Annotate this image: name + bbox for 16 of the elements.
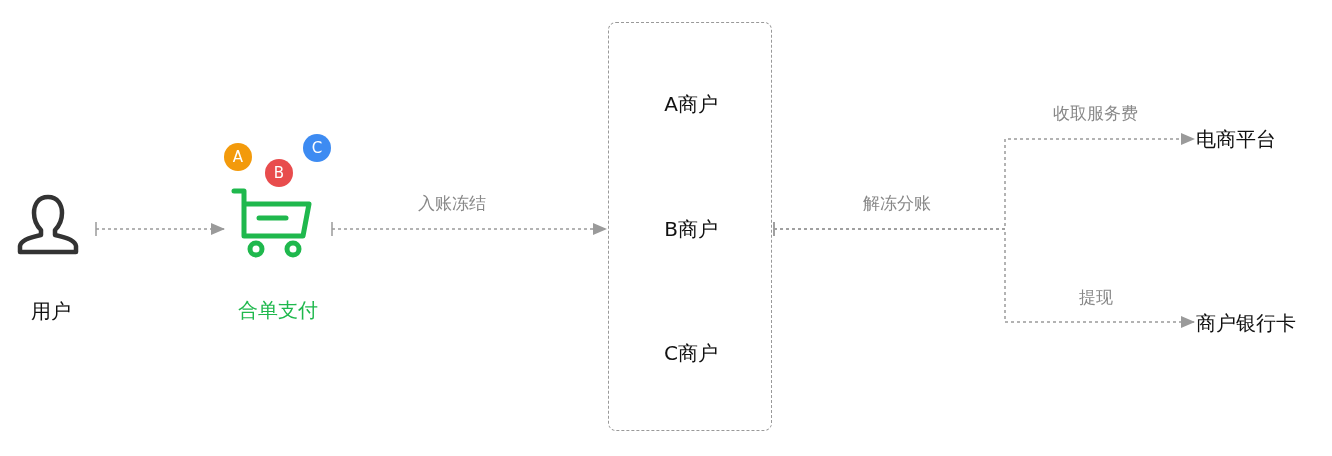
letter-circle: C	[303, 134, 331, 162]
node-label: B商户	[629, 214, 753, 244]
node-label: 商户银行卡	[1196, 308, 1326, 338]
node-label: A商户	[629, 89, 753, 119]
dashed-box	[608, 22, 772, 431]
node-label: 用户	[30, 298, 72, 325]
node-label: 电商平台	[1196, 124, 1306, 154]
letter-circle: B	[265, 159, 293, 187]
trunk-label: 解冻分账	[860, 191, 934, 215]
arrow	[95, 221, 225, 237]
arrow	[773, 221, 1195, 328]
edge-label: 入账冻结	[415, 191, 489, 215]
node-label: 合单支付	[237, 297, 319, 324]
arrow	[331, 221, 607, 237]
letter-circle: A	[224, 143, 252, 171]
node-label: C商户	[629, 338, 753, 368]
